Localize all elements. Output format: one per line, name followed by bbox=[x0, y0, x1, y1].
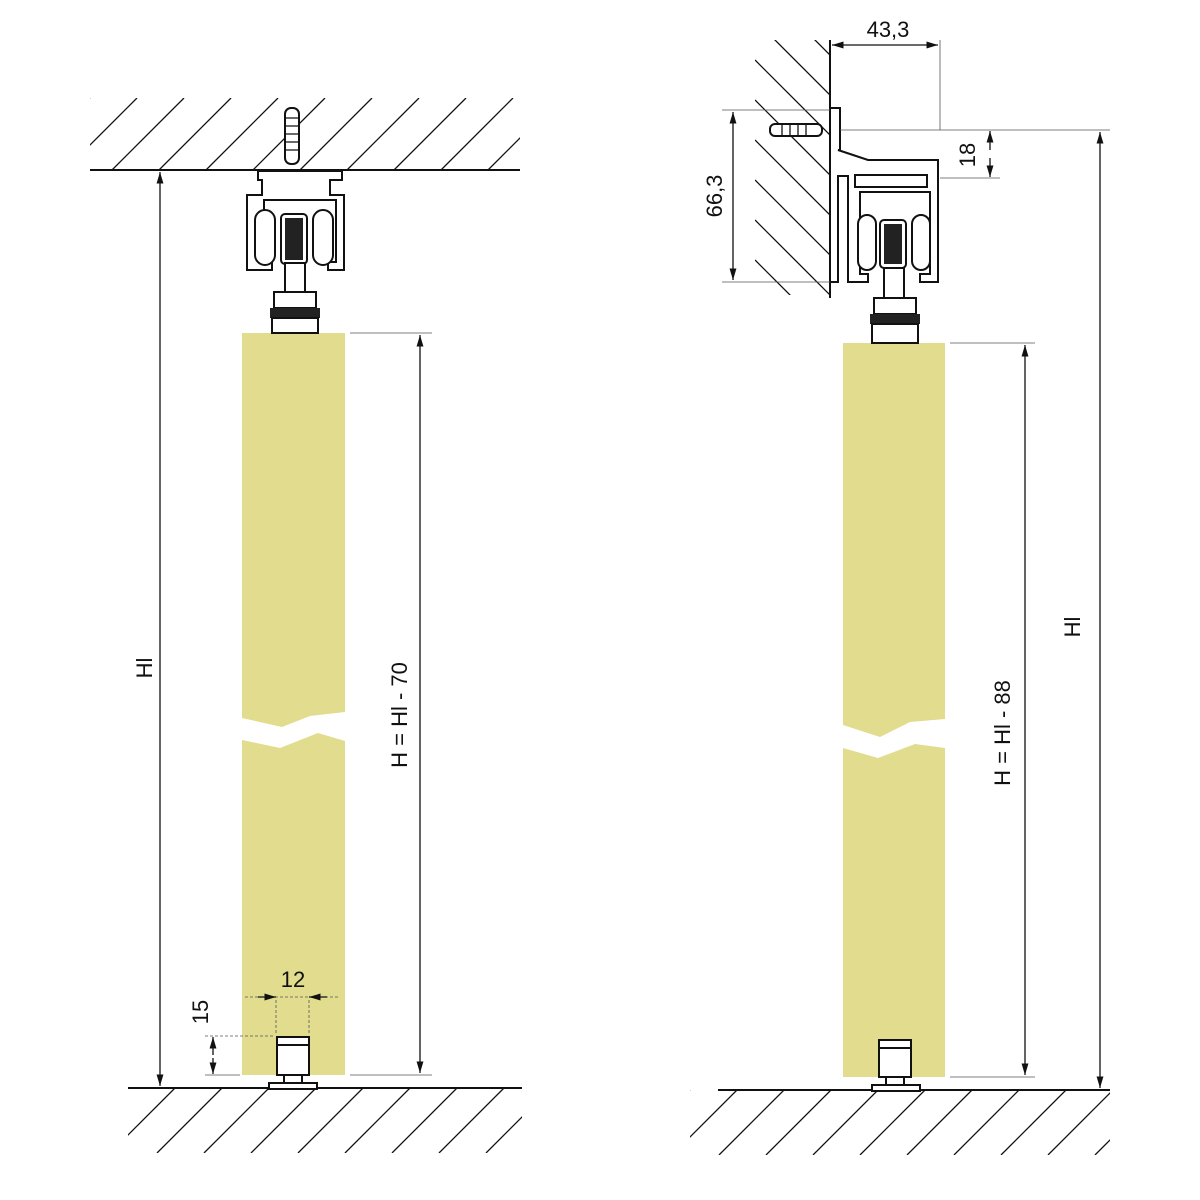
hatch-line bbox=[393, 98, 467, 170]
total-height-label: Hl bbox=[1060, 617, 1085, 638]
hatch-line bbox=[158, 98, 232, 170]
hatch-line bbox=[755, 139, 830, 216]
hatch-line bbox=[755, 179, 830, 256]
hatch-line bbox=[346, 98, 420, 170]
guide-height-label: 15 bbox=[188, 1000, 213, 1024]
hatch-line bbox=[1000, 1090, 1067, 1155]
hatch-line bbox=[203, 1088, 270, 1153]
left-view: Hl H = Hl - 70 12 15 bbox=[90, 98, 654, 1153]
hatch-line bbox=[535, 98, 607, 170]
hatch-line bbox=[1094, 1139, 1110, 1155]
hatch-line bbox=[859, 1090, 926, 1155]
hatch-line bbox=[755, 219, 830, 295]
hatch-line bbox=[1047, 1092, 1110, 1155]
hatch-line bbox=[812, 1090, 879, 1155]
hatch-line bbox=[755, 300, 830, 375]
hatch-line bbox=[774, 40, 830, 96]
hatch-line bbox=[755, 59, 830, 136]
door-height-label: H = Hl - 88 bbox=[990, 680, 1015, 786]
hatch-line bbox=[533, 1088, 598, 1153]
hatch-line bbox=[90, 98, 91, 99]
hatch-line bbox=[765, 1090, 832, 1155]
hatch-line bbox=[906, 1090, 973, 1155]
total-height-label: Hl bbox=[132, 658, 157, 679]
hatch-line bbox=[487, 137, 520, 170]
hatch-line bbox=[485, 1116, 522, 1153]
door-panel-lower bbox=[843, 744, 945, 1077]
hatch-line bbox=[90, 98, 138, 146]
hatch-line bbox=[128, 1088, 129, 1089]
hatch-line bbox=[582, 98, 654, 170]
top-roller-hardware bbox=[246, 107, 345, 334]
hatch-line bbox=[344, 1088, 411, 1153]
bracket-height-label: 66,3 bbox=[702, 175, 727, 218]
hatch-line bbox=[953, 1090, 1020, 1155]
hatch-line bbox=[580, 1088, 645, 1153]
hatch-line bbox=[128, 1088, 176, 1136]
hatch-line bbox=[755, 99, 830, 176]
hatch-line bbox=[438, 1088, 505, 1153]
wall-hatch bbox=[755, 40, 830, 375]
right-view: 43,3 66,3 18 Hl H = Hl - 88 bbox=[690, 17, 1200, 1155]
hatch-line bbox=[718, 1090, 785, 1155]
hatch-line bbox=[690, 1090, 738, 1138]
screw-offset-label: 18 bbox=[955, 143, 980, 167]
hatch-line bbox=[297, 1088, 364, 1153]
hatch-line bbox=[814, 40, 830, 56]
hatch-line bbox=[391, 1088, 458, 1153]
door-height-label: H = Hl - 70 bbox=[387, 662, 412, 768]
floor-guide bbox=[871, 1039, 921, 1092]
hatch-line bbox=[111, 98, 185, 170]
door-panel-upper bbox=[843, 343, 945, 737]
door-panel-upper bbox=[242, 333, 345, 727]
floor-hatch bbox=[690, 1090, 1200, 1155]
hatch-line bbox=[205, 98, 279, 170]
ceiling-hatch bbox=[90, 98, 654, 170]
hatch-line bbox=[250, 1088, 317, 1153]
hatch-line bbox=[1142, 1090, 1200, 1155]
wall-bracket-roller-hardware bbox=[769, 107, 939, 344]
hatch-line bbox=[755, 259, 791, 295]
hatch-line bbox=[156, 1088, 223, 1153]
hatch-line bbox=[299, 98, 373, 170]
floor-hatch bbox=[128, 1088, 645, 1153]
door-panel-lower bbox=[242, 733, 345, 1075]
hatch-line bbox=[440, 98, 514, 170]
floor-guide bbox=[268, 1036, 318, 1090]
bracket-depth-label: 43,3 bbox=[867, 17, 910, 42]
hatch-line bbox=[690, 1090, 691, 1091]
guide-width-label: 12 bbox=[281, 967, 305, 992]
